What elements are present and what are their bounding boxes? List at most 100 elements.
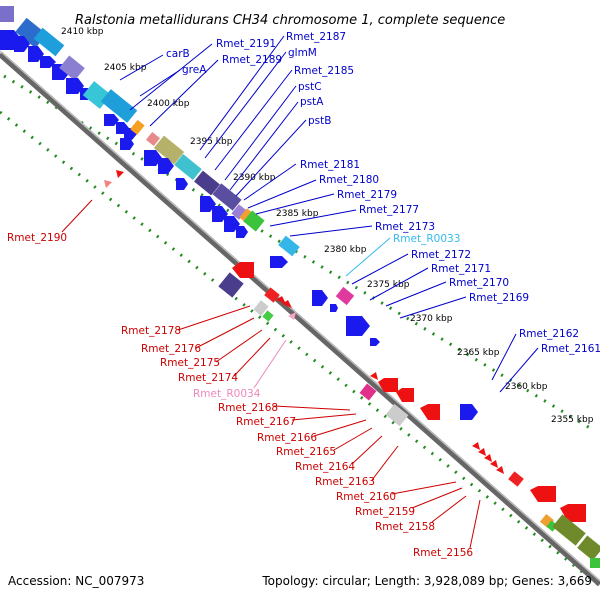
gene-label-rmet-2169[interactable]: Rmet_2169 [469, 292, 529, 304]
gene-block[interactable] [508, 471, 524, 487]
gene-block[interactable] [590, 558, 600, 568]
gene-block[interactable] [33, 27, 65, 57]
gene-label-rmet-2166[interactable]: Rmet_2166 [257, 432, 317, 444]
gene-label-rmet-2167[interactable]: Rmet_2167 [236, 416, 296, 428]
gene-label-rmet-2171[interactable]: Rmet_2171 [431, 263, 491, 275]
gene-label-rmet-2189[interactable]: Rmet_2189 [222, 54, 282, 66]
gene-label-rmet-2168[interactable]: Rmet_2168 [218, 402, 278, 414]
gene-block[interactable] [59, 55, 85, 81]
gene-arrow[interactable] [420, 404, 440, 420]
gene-label-rmet-2185[interactable]: Rmet_2185 [294, 65, 354, 77]
gene-arrow[interactable] [378, 378, 398, 392]
gene-arrow[interactable] [66, 78, 84, 94]
gene-block[interactable] [130, 119, 145, 135]
reverse-gene-labels: Rmet_2190 Rmet_2178 Rmet_2176 Rmet_2175 … [7, 232, 473, 559]
gene-block[interactable] [253, 300, 269, 316]
outer-tick-line [3, 74, 591, 430]
gene-label-rmet-2163[interactable]: Rmet_2163 [315, 476, 375, 488]
gene-arrow[interactable] [158, 158, 174, 174]
gene-label-pstB[interactable]: pstB [308, 115, 331, 127]
map-title: Ralstonia metallidurans CH34 chromosome … [75, 13, 505, 28]
gene-arrow[interactable] [144, 150, 162, 166]
gene-block[interactable] [218, 272, 244, 298]
gene-label-rmet-2190[interactable]: Rmet_2190 [7, 232, 67, 244]
gene-block[interactable] [194, 170, 220, 196]
gene-arrow[interactable] [236, 226, 248, 238]
gene-arrow[interactable] [276, 296, 286, 304]
gene-label-rmet-2165[interactable]: Rmet_2165 [276, 446, 336, 458]
gene-arrow[interactable] [270, 256, 288, 268]
gene-block[interactable] [100, 89, 138, 123]
gene-arrow[interactable] [560, 504, 586, 522]
gene-arrow[interactable] [370, 338, 380, 346]
gene-block[interactable] [335, 286, 355, 306]
gene-arrow[interactable] [116, 170, 124, 178]
gene-label-rmet-2176[interactable]: Rmet_2176 [141, 343, 201, 355]
gene-block[interactable] [243, 210, 265, 232]
gene-block[interactable] [0, 6, 14, 22]
gene-label-rmet-2187[interactable]: Rmet_2187 [286, 31, 346, 43]
gene-label-rmet-2158[interactable]: Rmet_2158 [375, 521, 435, 533]
gene-block[interactable] [546, 520, 558, 532]
gene-block[interactable] [262, 310, 274, 322]
gene-label-rmet-2191[interactable]: Rmet_2191 [216, 38, 276, 50]
gene-block[interactable] [359, 383, 377, 401]
gene-block[interactable] [264, 287, 280, 303]
gene-arrow[interactable] [472, 442, 480, 450]
gene-label-rmet-2159[interactable]: Rmet_2159 [355, 506, 415, 518]
gene-arrow[interactable] [484, 454, 492, 462]
forward-gene-labels: carB greA Rmet_2191 Rmet_2189 Rmet_2187 … [166, 31, 600, 355]
kbp-2365: 2365 kbp [457, 348, 500, 358]
gene-label-rmet-2170[interactable]: Rmet_2170 [449, 277, 509, 289]
gene-label-greA[interactable]: greA [182, 64, 207, 76]
gene-block[interactable] [174, 154, 202, 180]
gene-label-pstA[interactable]: pstA [300, 96, 324, 108]
gene-label-rmet-2160[interactable]: Rmet_2160 [336, 491, 396, 503]
gene-block[interactable] [385, 403, 409, 427]
gene-arrow[interactable] [460, 404, 478, 420]
gene-arrow[interactable] [530, 486, 556, 502]
gene-label-rmet-2172[interactable]: Rmet_2172 [411, 249, 471, 261]
gene-label-rmet-r0034[interactable]: Rmet_R0034 [193, 388, 261, 400]
gene-label-rmet-r0033[interactable]: Rmet_R0033 [393, 233, 460, 245]
gene-arrow[interactable] [496, 466, 504, 474]
gene-arrow[interactable] [370, 372, 378, 380]
gene-arrow[interactable] [346, 316, 370, 336]
gene-label-rmet-2177[interactable]: Rmet_2177 [359, 204, 419, 216]
gene-label-carB[interactable]: carB [166, 48, 190, 60]
gene-arrow[interactable] [396, 388, 414, 402]
gene-arrow[interactable] [104, 180, 112, 188]
gene-label-glmM[interactable]: glmM [288, 47, 317, 59]
gene-arrow[interactable] [478, 448, 486, 456]
gene-block[interactable] [153, 135, 185, 165]
gene-label-rmet-2179[interactable]: Rmet_2179 [337, 189, 397, 201]
gene-label-rmet-2156[interactable]: Rmet_2156 [413, 547, 473, 559]
gene-label-rmet-2162[interactable]: Rmet_2162 [519, 328, 579, 340]
gene-block[interactable] [145, 131, 161, 147]
gene-arrow[interactable] [288, 312, 296, 320]
gene-label-rmet-2174[interactable]: Rmet_2174 [178, 372, 238, 384]
gene-block[interactable] [552, 514, 586, 546]
gene-label-rmet-2181[interactable]: Rmet_2181 [300, 159, 360, 171]
gene-arrow[interactable] [120, 138, 134, 150]
gene-arrow[interactable] [14, 36, 30, 52]
gene-arrow[interactable] [490, 460, 498, 468]
gene-label-rmet-2180[interactable]: Rmet_2180 [319, 174, 379, 186]
gene-block[interactable] [212, 183, 242, 211]
gene-block[interactable] [231, 204, 247, 220]
gene-label-rmet-2175[interactable]: Rmet_2175 [160, 357, 220, 369]
gene-arrow[interactable] [176, 178, 188, 190]
gene-label-rmet-2161[interactable]: Rmet_2161 [541, 343, 600, 355]
gene-label-rmet-2173[interactable]: Rmet_2173 [375, 221, 435, 233]
gene-label-rmet-2164[interactable]: Rmet_2164 [295, 461, 355, 473]
gene-arrow[interactable] [282, 300, 292, 308]
gene-label-rmet-2178[interactable]: Rmet_2178 [121, 325, 181, 337]
gene-label-pstC[interactable]: pstC [298, 81, 322, 93]
gene-arrow[interactable] [330, 304, 338, 312]
gene-arrow[interactable] [312, 290, 328, 306]
gene-arrow[interactable] [232, 262, 254, 278]
gene-arrow[interactable] [104, 114, 119, 126]
gene-block[interactable] [577, 535, 600, 561]
gene-block[interactable] [239, 208, 255, 224]
gene-block[interactable] [278, 235, 300, 257]
